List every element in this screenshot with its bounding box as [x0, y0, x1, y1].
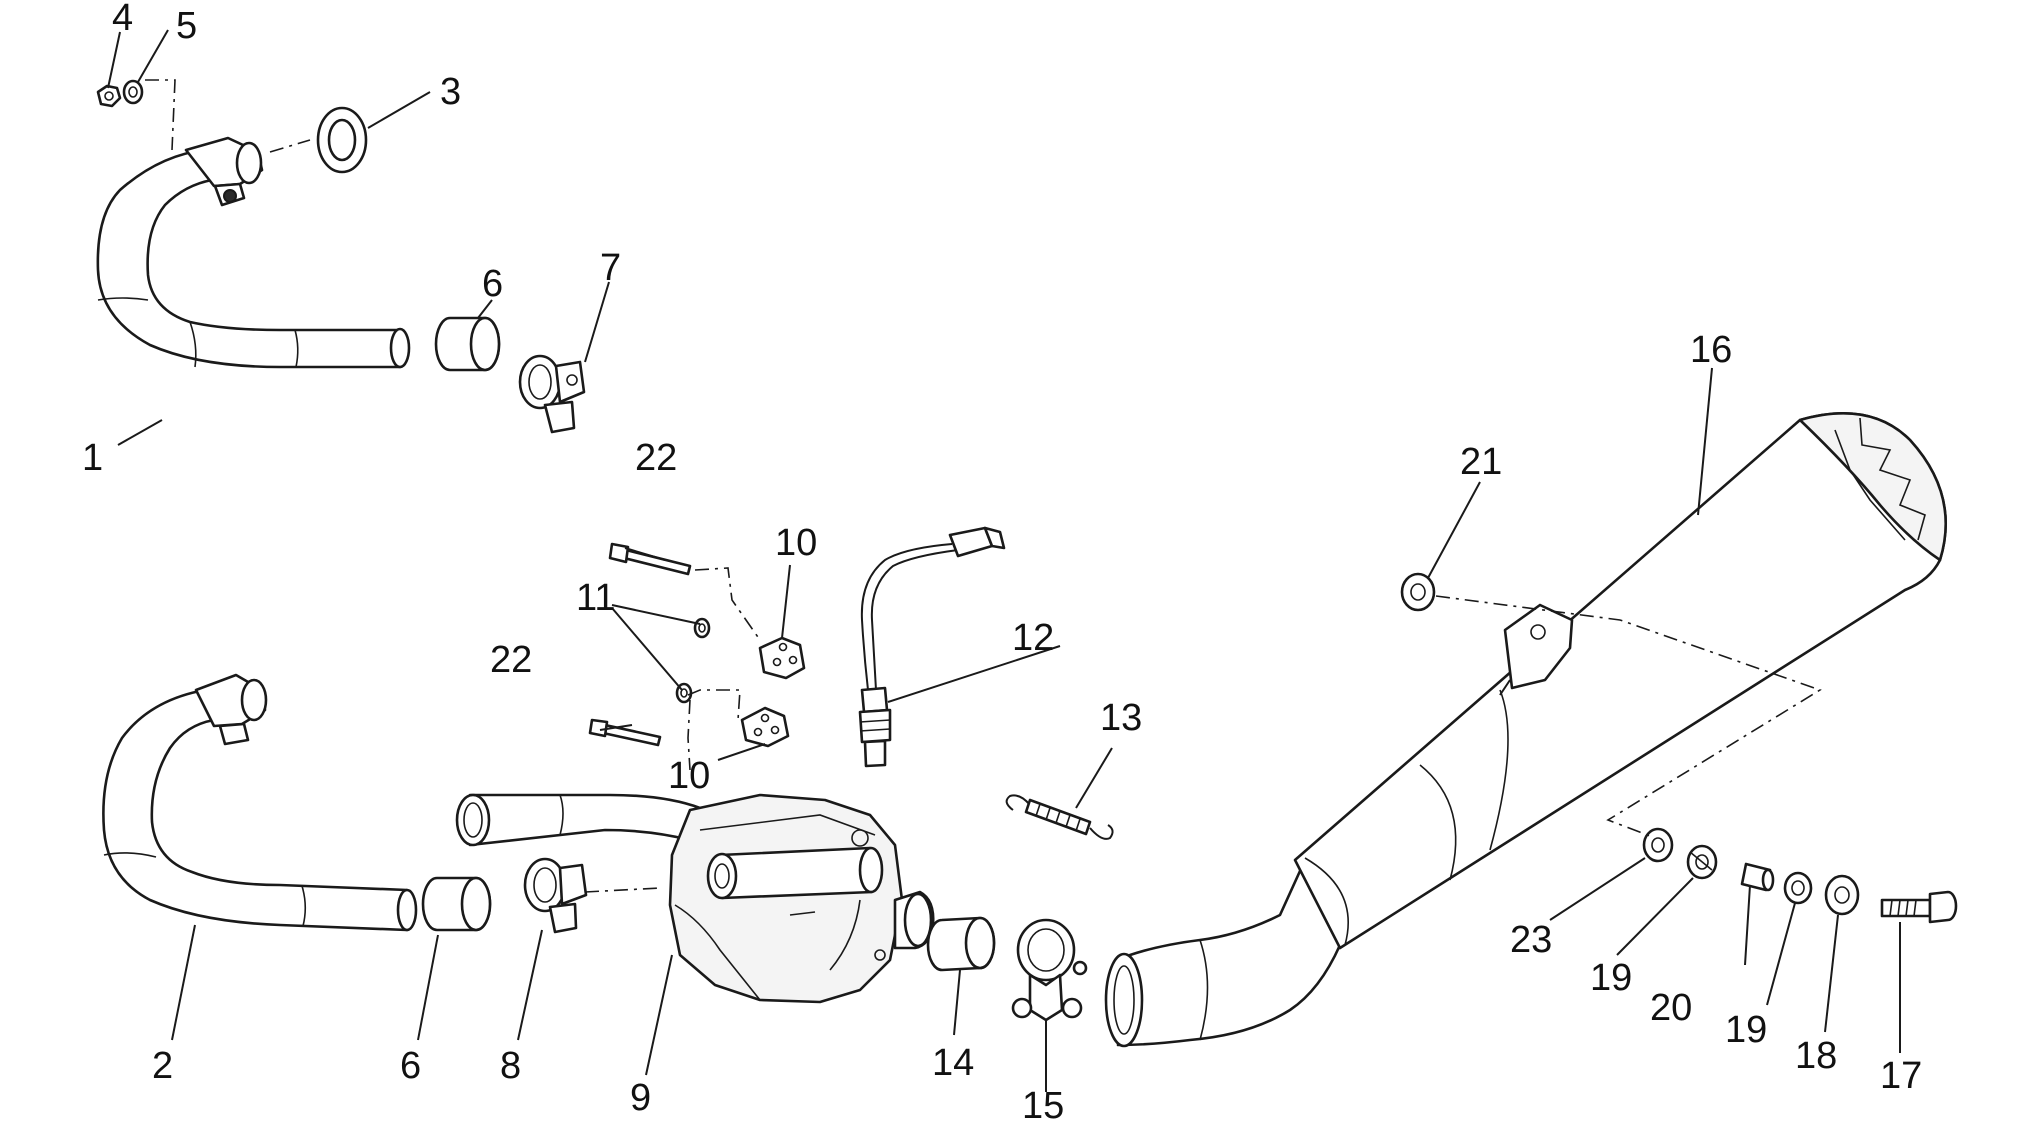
callout-3: 3	[440, 71, 461, 113]
part-3-gasket-ring	[316, 106, 368, 174]
callout-13: 13	[1100, 697, 1142, 739]
part-20-spacer	[1740, 862, 1775, 892]
callout-8: 8	[500, 1045, 521, 1087]
part-11-washer-upper	[693, 617, 711, 639]
part-17-bolt	[1880, 890, 1958, 924]
assembly-lines	[145, 79, 1822, 893]
callout-10-lower: 10	[668, 755, 710, 797]
part-6-sleeve-lower	[421, 876, 492, 932]
part-4-nut	[96, 84, 122, 108]
callout-10-upper: 10	[775, 522, 817, 564]
callout-23: 23	[1510, 919, 1552, 961]
callout-19-right: 19	[1725, 1009, 1767, 1051]
callout-12: 12	[1012, 617, 1054, 659]
part-21-grommet	[1400, 572, 1436, 612]
leader-lines	[107, 29, 1901, 1092]
part-15-clamp	[1011, 918, 1088, 1022]
part-23-washer	[1642, 827, 1674, 863]
callout-5: 5	[176, 5, 197, 47]
callout-labels: 1 2 3 4 5 6 6 7 8 9 10 10 11 12 13 14 15…	[82, 0, 1922, 1122]
part-19-rubber-bush-left	[1686, 844, 1718, 880]
callout-6-upper: 6	[482, 263, 503, 305]
callout-22-upper: 22	[635, 437, 677, 479]
part-10-bracket-upper	[758, 636, 806, 680]
callout-20: 20	[1650, 987, 1692, 1029]
callout-2: 2	[152, 1045, 173, 1087]
part-22-bolt-lower	[588, 718, 662, 747]
callout-14: 14	[932, 1042, 974, 1084]
callout-22-lower: 22	[490, 639, 532, 681]
part-19-rubber-bush-right	[1783, 871, 1813, 905]
callout-15: 15	[1022, 1085, 1064, 1122]
part-8-clamp	[523, 857, 588, 934]
part-10-bracket-lower	[740, 706, 790, 748]
callout-11: 11	[576, 577, 615, 619]
part-7-clamp	[518, 354, 586, 434]
part-5-washer	[122, 79, 144, 105]
callout-16: 16	[1690, 329, 1732, 371]
callout-4: 4	[112, 0, 133, 39]
part-2-lower-header-pipe	[102, 673, 418, 932]
callout-7: 7	[600, 247, 621, 289]
callout-18: 18	[1795, 1035, 1837, 1077]
callout-9: 9	[630, 1077, 651, 1119]
part-14-sleeve	[926, 916, 996, 972]
part-12-oxygen-sensor	[858, 526, 1006, 768]
part-6-sleeve-upper	[434, 316, 501, 372]
callout-21: 21	[1460, 441, 1502, 483]
callout-6-lower: 6	[400, 1045, 421, 1087]
part-13-spring	[1005, 794, 1114, 840]
part-22-bolt-upper	[608, 542, 692, 576]
callout-19-left: 19	[1590, 957, 1632, 999]
part-18-washer	[1824, 874, 1860, 916]
callout-1: 1	[82, 437, 103, 479]
callout-17: 17	[1880, 1055, 1922, 1097]
part-9-collector-box	[455, 793, 935, 1004]
part-16-silencer	[1104, 412, 1947, 1048]
part-1-upper-header-pipe	[96, 136, 411, 369]
